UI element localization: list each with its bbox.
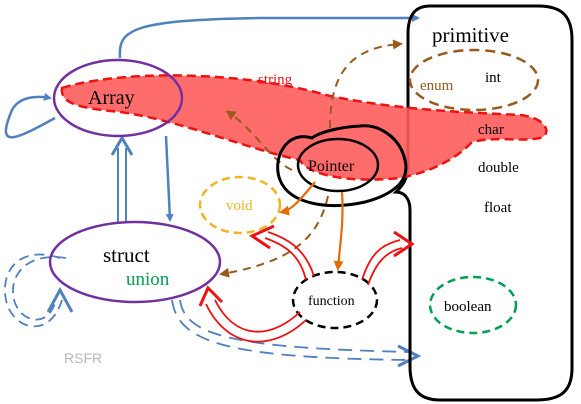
int-label: int — [485, 70, 502, 86]
edge-function-to-struct — [198, 285, 307, 343]
string-label: string — [258, 72, 293, 88]
double-label: double — [478, 160, 519, 176]
rsfr-label: RSFR — [64, 350, 102, 366]
edge-struct-to-primitive-double — [171, 299, 422, 368]
pointer-node — [296, 137, 380, 193]
pointer-outer-ring — [276, 124, 408, 208]
function-node — [291, 270, 379, 330]
struct-label: struct — [103, 243, 150, 267]
boolean-node — [428, 275, 518, 335]
edge-pointer-to-void — [279, 181, 316, 216]
edge-pointer-to-function — [333, 191, 344, 271]
edge-array-self-loop — [4, 92, 56, 139]
enum-int-group — [408, 48, 540, 112]
edge-function-to-void — [248, 224, 315, 281]
edge-pointer-to-array — [225, 110, 293, 171]
void-label: void — [226, 198, 253, 214]
edge-struct-to-array-double — [110, 135, 134, 222]
edge-function-to-primitive — [361, 230, 415, 286]
enum-label: enum — [420, 78, 454, 94]
primitive-label: primitive — [432, 23, 509, 47]
char-label: char — [478, 122, 504, 138]
float-label: float — [484, 200, 512, 216]
string-highlight — [60, 74, 548, 181]
union-label: union — [126, 269, 170, 290]
function-label: function — [308, 294, 355, 309]
edge-struct-self-loop-double — [4, 253, 74, 328]
array-label: Array — [88, 87, 135, 109]
edge-array-to-primitive — [118, 14, 420, 59]
boolean-label: boolean — [444, 299, 492, 315]
pointer-label: Pointer — [308, 158, 355, 175]
edge-pointer-to-primitive — [329, 39, 403, 129]
struct-node — [48, 220, 222, 304]
array-node — [52, 58, 184, 138]
edge-array-to-struct — [164, 135, 174, 222]
void-node — [198, 175, 282, 235]
